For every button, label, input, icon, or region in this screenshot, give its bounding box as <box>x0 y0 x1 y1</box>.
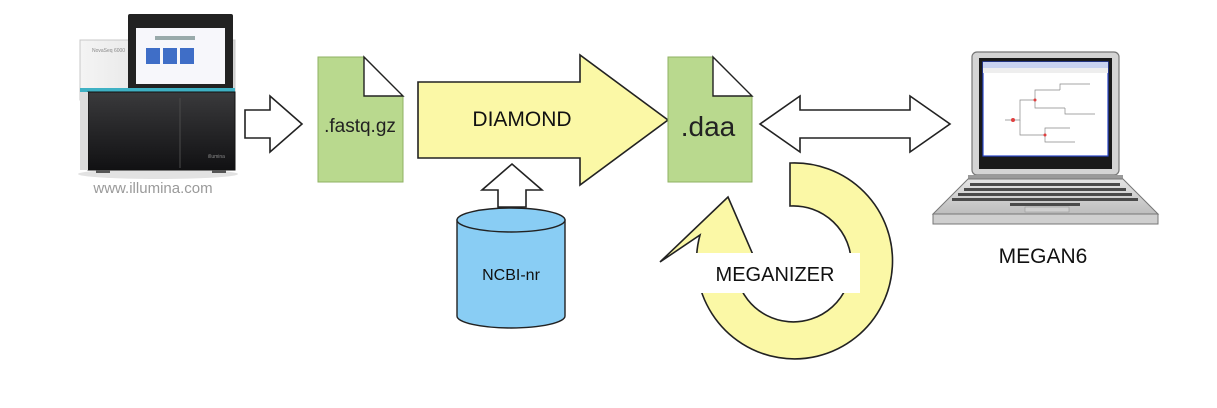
laptop-caption: MEGAN6 <box>999 245 1088 268</box>
cylinder-database-icon <box>456 207 566 329</box>
sequencer-caption: www.illumina.com <box>92 180 212 197</box>
hollow-arrow-icon <box>244 94 304 154</box>
sequencer-brand-text: illumina <box>208 154 225 160</box>
database-label: NCBI-nr <box>482 267 540 284</box>
laptop-icon <box>931 51 1160 225</box>
diamond-label: DIAMOND <box>472 108 571 131</box>
sequencer-image: NovaSeq 6000 illumina <box>78 14 238 179</box>
fastq-file-label: .fastq.gz <box>324 116 396 137</box>
daa-file-label: .daa <box>681 111 736 142</box>
bidirectional-arrow-icon <box>758 94 952 154</box>
megan-window-screenshot <box>982 61 1109 157</box>
sequencer-model-text: NovaSeq 6000 <box>92 48 125 54</box>
fastq-file-icon <box>317 55 405 183</box>
meganizer-label: MEGANIZER <box>716 264 835 286</box>
up-arrow-icon <box>479 162 545 208</box>
daa-file-icon <box>667 55 754 183</box>
diamond-arrow <box>417 53 670 187</box>
meganizer-label-bg <box>690 253 860 293</box>
